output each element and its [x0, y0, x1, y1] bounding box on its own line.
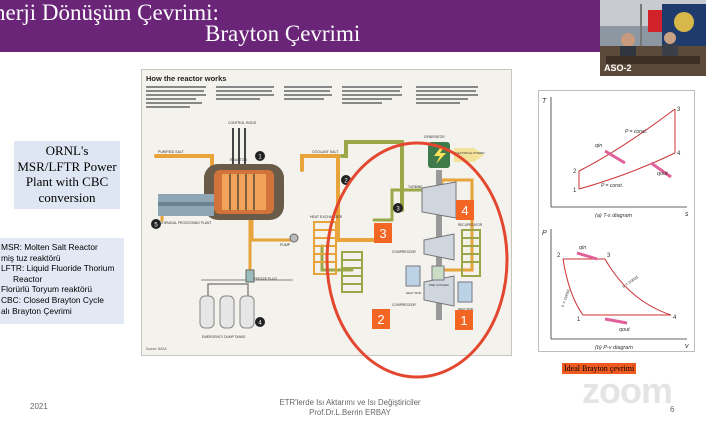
diagram-title: How the reactor works — [146, 74, 226, 83]
label-coolant-salt: COOLANT SALT — [312, 150, 339, 154]
badge-3: 3 — [374, 223, 392, 243]
webcam-label: ASO-2 — [604, 63, 632, 73]
ts-p-const-lower: P = const. — [601, 183, 623, 189]
label-electrical-power: ELECTRICAL POWER — [454, 151, 485, 155]
ts-pv-diagrams: T s 1 2 3 4 qin qout P = const. P = cons… — [538, 90, 695, 352]
abbreviation-line: CBC: Closed Brayton Cycle — [1, 294, 104, 305]
recuperator: RECUPERATOR — [458, 223, 483, 277]
step-descriptions — [146, 86, 478, 108]
ornl-caption: ORNL's MSR/LFTR Power Plant with CBC con… — [14, 141, 120, 209]
svg-text:4: 4 — [461, 203, 468, 218]
reactor-diagram-graphic: How the reactor works — [146, 74, 485, 351]
t-axis-label: T — [542, 98, 547, 105]
pv-s-const-right: s = const. — [621, 274, 640, 289]
control-rods: CONTROL RODS — [228, 121, 257, 168]
ts-diagram: T s 1 2 3 4 qin qout P = const. P = cons… — [542, 97, 689, 219]
abbreviation-line: alı Brayton Çevrimi — [1, 305, 72, 316]
heat-sinks: HEAT SINK HEAT SINK PRE COOLER — [405, 265, 474, 311]
label-compressor-upper: COMPRESSOR — [392, 250, 416, 254]
ts-point-4: 4 — [677, 151, 681, 157]
svg-text:1: 1 — [460, 313, 467, 328]
svg-text:3: 3 — [379, 226, 386, 241]
title-line2: Brayton Çevrimi — [205, 21, 361, 46]
badge-4: 4 — [456, 200, 474, 220]
label-compressor-lower: COMPRESSOR — [392, 303, 416, 307]
footer-author: Prof.Dr.L.Berrin ERBAY — [309, 408, 391, 417]
ideal-brayton-label: İdeal Brayton çevrimi — [562, 363, 637, 374]
highlight-circle — [325, 141, 509, 379]
reactor-diagram: How the reactor works — [141, 69, 512, 356]
abbreviation-line: Reactor — [13, 273, 43, 284]
turbine-compressor-stack: TURBINE COMPRESSOR COMPRESSOR — [392, 170, 457, 320]
step-marker-2: 2 — [344, 179, 348, 185]
heat-exchanger-right — [341, 251, 363, 293]
ts-q-out: qout — [657, 171, 668, 177]
pv-point-3: 3 — [607, 253, 611, 259]
diagram-source: Source: NASA — [146, 347, 167, 351]
ts-point-3: 3 — [677, 107, 681, 113]
ts-q-in: qin — [595, 143, 602, 149]
badge-2: 2 — [372, 309, 390, 329]
label-pump: PUMP — [280, 243, 291, 247]
ts-point-1: 1 — [573, 188, 577, 194]
label-freeze-plug: FREEZE PLUG — [254, 277, 277, 281]
emergency-tanks: EMERGENCY DUMP TANKS — [199, 283, 255, 339]
ts-pv-graphic: T s 1 2 3 4 qin qout P = const. P = cons… — [542, 97, 689, 351]
abbreviation-line: Florürlü Toryum reaktörü — [1, 284, 93, 295]
pv-q-out: qout — [619, 327, 630, 333]
s-axis-label: s — [685, 211, 689, 218]
title-line1: nerji Dönüşüm Çevrimi: — [0, 0, 219, 25]
step-marker-4: 4 — [258, 321, 262, 327]
abbreviation-line: MSR: Molten Salt Reactor — [1, 242, 98, 252]
label-heat-sink-right: HEAT SINK — [458, 307, 474, 311]
step-markers: 1 2 3 4 5 — [151, 151, 403, 327]
label-turbine: TURBINE — [408, 185, 423, 189]
pv-q-in: qin — [579, 245, 586, 251]
label-reactor: REACTOR — [230, 158, 248, 162]
ts-caption: (a) T-s diagram — [595, 213, 633, 219]
svg-text:2: 2 — [377, 312, 384, 327]
pv-diagram: P v 2 3 1 4 qin qout s = const. s = cons… — [542, 229, 689, 351]
freeze-plug-icon — [245, 269, 255, 283]
label-generator: GENERATOR — [424, 135, 445, 139]
ts-point-2: 2 — [573, 169, 577, 175]
footer-center: ETR'lerde Isı Aktarımı ve Isı Değiştiric… — [250, 398, 450, 418]
ts-p-const-upper: P = const. — [625, 129, 647, 135]
step-marker-3: 3 — [396, 207, 400, 213]
p-axis-label: P — [542, 230, 547, 237]
heat-exchanger-left: HEAT EXCHANGER — [310, 215, 343, 275]
webcam-scene-image — [600, 0, 706, 76]
label-pre-cooler: PRE COOLER — [429, 283, 450, 287]
abbreviation-box: MSR: Molten Salt Reactor miş tuz reaktör… — [0, 238, 124, 324]
pv-s-const-left: s = const. — [560, 288, 571, 308]
abbreviation-line: miş tuz reaktörü — [1, 252, 61, 263]
title-banner: nerji Dönüşüm Çevrimi: Brayton Çevrimi — [0, 0, 600, 52]
step-marker-1: 1 — [258, 155, 262, 161]
reactor-vessel: REACTOR — [204, 158, 284, 220]
pv-point-4: 4 — [673, 315, 677, 321]
label-heat-sink-left: HEAT SINK — [406, 291, 422, 295]
v-axis-label: v — [685, 343, 689, 350]
label-control-rods: CONTROL RODS — [228, 121, 257, 125]
pv-point-1: 1 — [577, 317, 581, 323]
label-purified-salt: PURIFIED SALT — [158, 150, 185, 154]
label-chemical-plant: CHEMICAL PROCESSING PLANT — [160, 221, 211, 225]
webcam-thumbnail[interactable]: ASO-2 — [600, 0, 706, 76]
pv-point-2: 2 — [557, 253, 561, 259]
pv-caption: (b) P-v diagram — [595, 345, 633, 351]
pump-icon — [289, 233, 299, 243]
footer-year: 2021 — [30, 402, 48, 411]
page-number: 6 — [670, 405, 675, 414]
badge-1: 1 — [455, 310, 473, 330]
zoom-watermark: zoom — [582, 370, 673, 411]
label-heat-exchanger: HEAT EXCHANGER — [310, 215, 343, 219]
step-marker-5: 5 — [154, 223, 158, 229]
abbreviation-line: LFTR: Liquid Fluoride Thorium — [1, 263, 115, 274]
label-emergency-tanks: EMERGENCY DUMP TANKS — [202, 335, 246, 339]
label-recuperator: RECUPERATOR — [458, 223, 483, 227]
footer-course: ETR'lerde Isı Aktarımı ve Isı Değiştiric… — [279, 398, 421, 407]
chemical-plant: CHEMICAL PROCESSING PLANT — [158, 194, 214, 225]
